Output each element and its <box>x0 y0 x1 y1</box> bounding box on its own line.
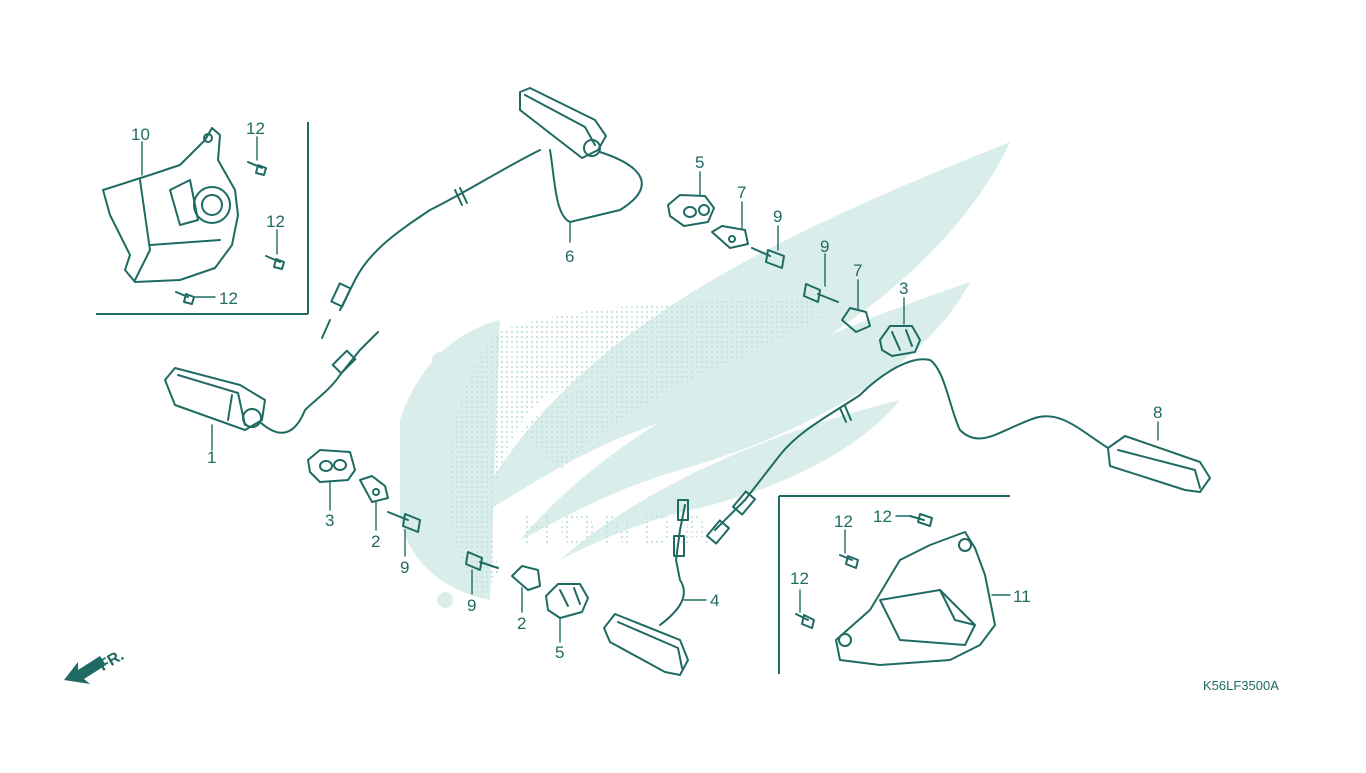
callout-9: 9 <box>773 207 782 226</box>
callout-7: 7 <box>853 261 862 280</box>
winker-assembly-icon <box>603 499 689 676</box>
direction-arrow-icon: FR. <box>64 647 127 684</box>
bolt-icon <box>751 247 785 269</box>
callout-4: 4 <box>710 591 719 610</box>
tapping-screw-icon <box>909 513 933 527</box>
inset-box-top-left <box>96 122 309 315</box>
leader-lines <box>141 136 1159 643</box>
callout-12: 12 <box>266 212 285 231</box>
tapping-screw-icon <box>247 161 267 176</box>
callout-12: 12 <box>873 507 892 526</box>
bolt-icon <box>465 551 499 571</box>
callout-3: 3 <box>325 511 334 530</box>
rubber-grommet-icon <box>879 325 921 357</box>
direction-label: FR. <box>96 647 127 675</box>
bracket-icon <box>511 565 541 591</box>
winker-assembly-icon <box>705 358 1211 545</box>
inset-box-bottom-right <box>778 495 1010 674</box>
callout-5: 5 <box>695 153 704 172</box>
callout-2: 2 <box>371 532 380 551</box>
bracket-icon <box>841 307 871 333</box>
callout-12: 12 <box>246 119 265 138</box>
callout-9: 9 <box>820 237 829 256</box>
callout-5: 5 <box>555 643 564 662</box>
bracket-icon <box>711 225 749 249</box>
winker-assembly-icon <box>321 87 643 339</box>
part-code: K56LF3500A <box>1203 678 1279 693</box>
callout-8: 8 <box>1153 403 1162 422</box>
callout-1: 1 <box>207 448 216 467</box>
callout-11: 11 <box>1013 587 1031 606</box>
winker-assembly-icon <box>164 331 379 434</box>
rubber-grommet-icon <box>307 449 356 483</box>
tapping-screw-icon <box>175 291 195 305</box>
honda-wing-logo-icon: HONDA <box>400 142 1010 608</box>
rubber-grommet-icon <box>545 583 589 619</box>
tapping-screw-icon <box>265 255 285 270</box>
tapping-screw-icon <box>839 554 859 569</box>
callout-labels: 10 12 12 12 6 1 3 2 9 9 2 5 4 5 7 9 9 7 … <box>131 119 1162 662</box>
callout-12: 12 <box>834 512 853 531</box>
callout-9: 9 <box>400 558 409 577</box>
tapping-screw-icon <box>795 613 815 629</box>
bolt-icon <box>803 283 839 303</box>
callout-7: 7 <box>737 183 746 202</box>
callout-3: 3 <box>899 279 908 298</box>
callout-12: 12 <box>790 569 809 588</box>
callout-9: 9 <box>467 596 476 615</box>
bolt-icon <box>387 511 421 533</box>
winker-cover-10 <box>102 127 239 283</box>
callout-12: 12 <box>219 289 238 308</box>
winker-cover-11 <box>835 531 996 666</box>
bracket-icon <box>359 475 389 503</box>
callout-6: 6 <box>565 247 574 266</box>
callout-10: 10 <box>131 125 150 144</box>
callout-2: 2 <box>517 614 526 633</box>
rubber-grommet-icon <box>667 194 715 227</box>
